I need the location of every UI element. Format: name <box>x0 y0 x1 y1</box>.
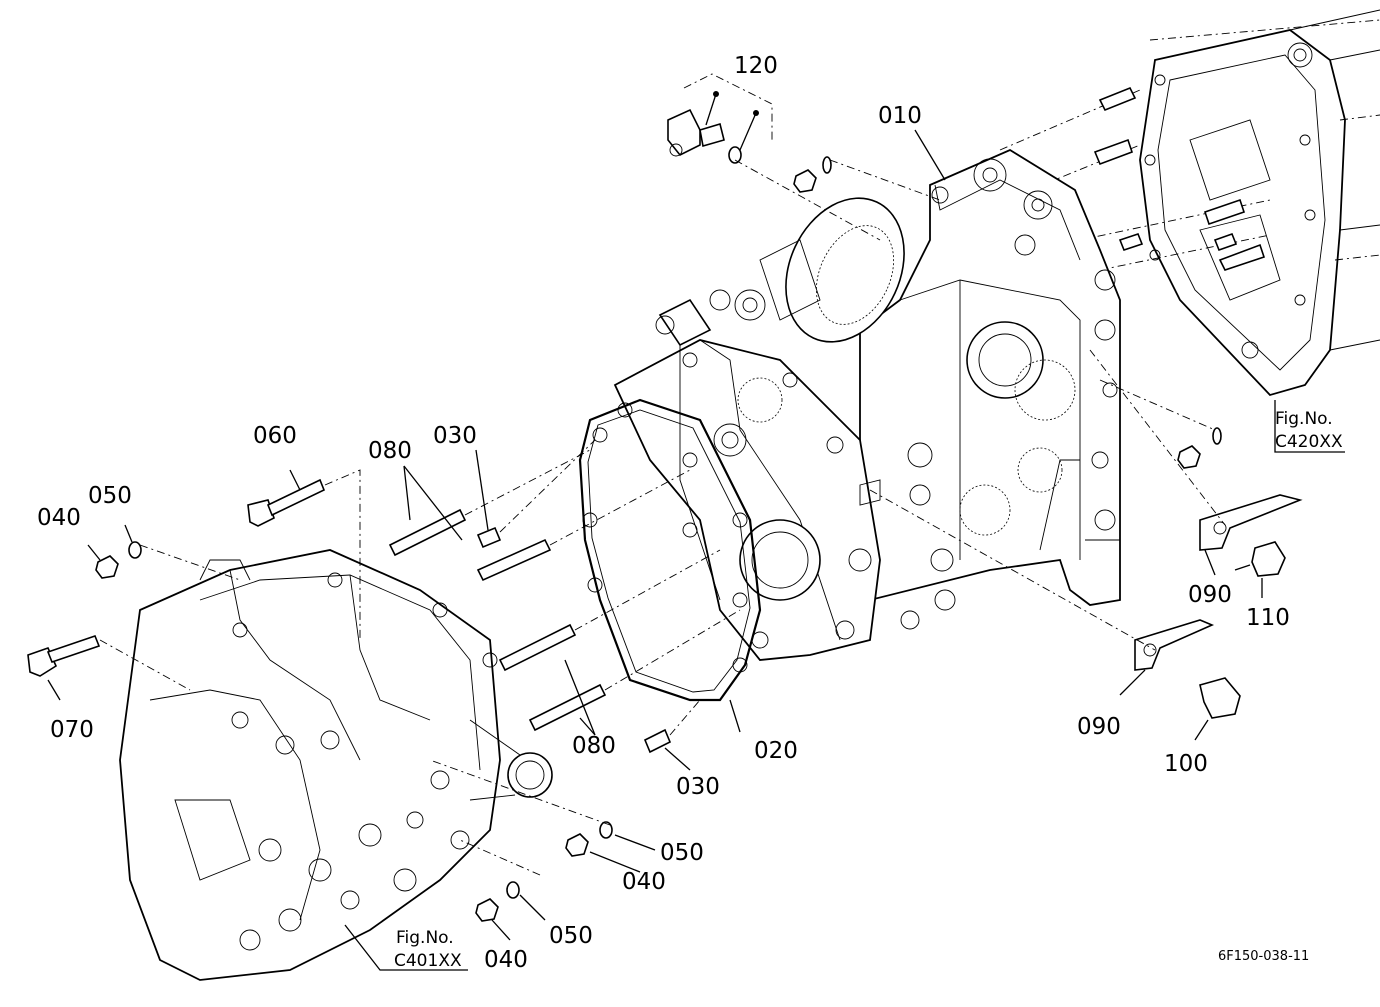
label-100: 100 <box>1164 751 1208 777</box>
label-040-lower: 040 <box>484 947 528 973</box>
drawing-code: 6F150-038-11 <box>1218 949 1309 964</box>
gasket-020 <box>578 398 762 702</box>
label-090-lower: 090 <box>1077 714 1121 740</box>
middle-housing <box>613 339 881 661</box>
dowel-pins-030 <box>475 439 701 754</box>
nut-washer-lower <box>459 839 541 922</box>
label-080-upper: 080 <box>368 438 412 464</box>
studs-080 <box>388 449 741 736</box>
label-120: 120 <box>734 53 778 79</box>
label-110: 110 <box>1246 605 1290 631</box>
right-fig-code: C420XX <box>1275 432 1343 452</box>
drum-assembly <box>655 197 905 347</box>
bolt-060 <box>247 469 361 640</box>
label-060: 060 <box>253 423 297 449</box>
bolt-070 <box>27 634 191 691</box>
bracket-090-upper <box>1089 349 1303 577</box>
label-040-left: 040 <box>37 505 81 531</box>
label-030-lower: 030 <box>676 774 720 800</box>
label-050-middle: 050 <box>660 840 704 866</box>
label-050-lower: 050 <box>549 923 593 949</box>
label-030-upper: 030 <box>433 423 477 449</box>
label-050-left: 050 <box>88 483 132 509</box>
left-fig-label: Fig.No. <box>396 928 454 948</box>
label-040-middle: 040 <box>622 869 666 895</box>
leader-lines <box>47 129 1345 971</box>
left-fig-code: C401XX <box>394 951 462 971</box>
front-housing <box>119 549 553 981</box>
rear-studs <box>999 86 1271 271</box>
label-080-lower: 080 <box>572 733 616 759</box>
main-housing-010 <box>859 148 1121 630</box>
nut-washer-middle <box>429 759 613 857</box>
label-090-upper: 090 <box>1188 582 1232 608</box>
bracket-090-lower <box>869 489 1241 719</box>
label-070: 070 <box>50 717 94 743</box>
nut-washer-left <box>95 541 241 581</box>
label-020: 020 <box>754 738 798 764</box>
label-010: 010 <box>878 103 922 129</box>
elbow-fitting-120 <box>667 73 881 241</box>
right-fig-label: Fig.No. <box>1275 409 1333 429</box>
